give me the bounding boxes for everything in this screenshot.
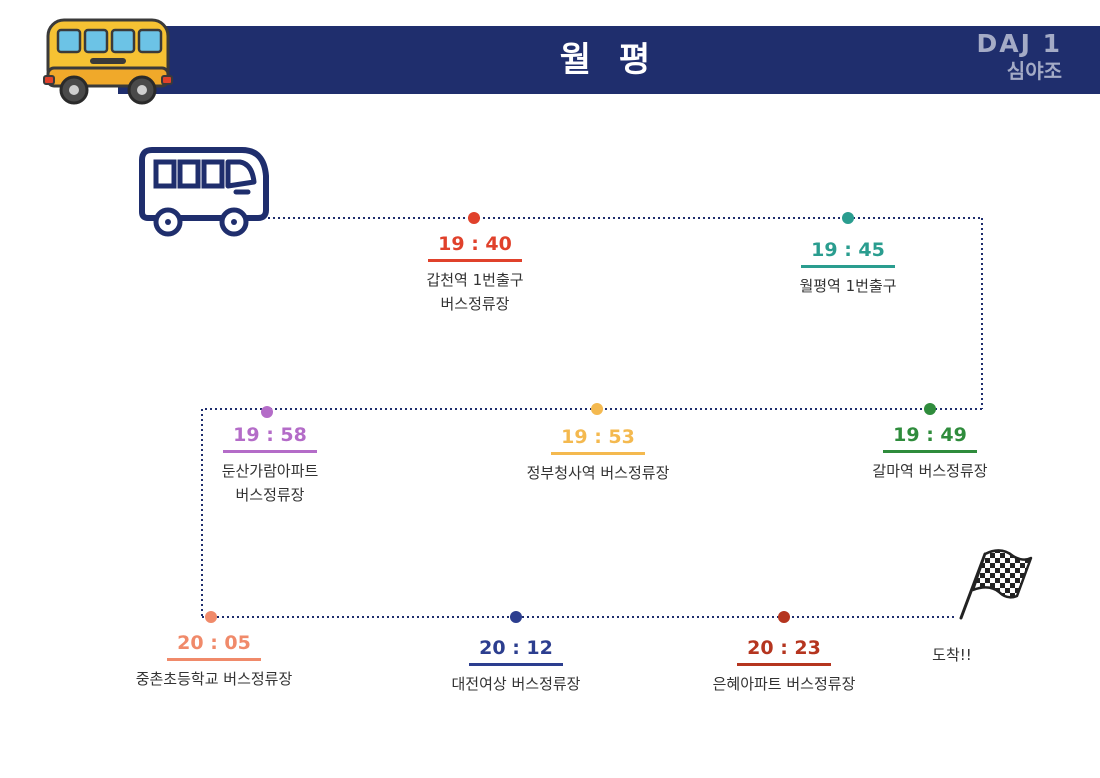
route-type: 심야조 [1006,59,1062,83]
stop-dot [510,611,522,623]
stop-name-line1: 둔산가람아파트 [221,462,319,480]
stop-galcheon: 19 : 40 갑천역 1번출구 버스정류장 [365,232,585,316]
stop-daejeon-girls-school: 20 : 12 대전여상 버스정류장 [406,636,626,696]
stop-dot [924,403,936,415]
stop-dot [261,406,273,418]
stop-government-complex: 19 : 53 정부청사역 버스정류장 [488,425,708,485]
route-badge: DAJ 1 심야조 [976,30,1062,84]
stop-galma: 19 : 49 갈마역 버스정류장 [820,423,1040,483]
stop-dot [468,212,480,224]
route-code: DAJ 1 [976,29,1062,58]
stop-time: 19 : 40 [428,232,522,262]
stop-name-line1: 대전여상 버스정류장 [451,675,581,693]
stop-name-line2: 버스정류장 [235,486,305,504]
stop-name-line1: 갑천역 1번출구 [426,271,524,289]
stop-dunsan-garam: 19 : 58 둔산가람아파트 버스정류장 [160,423,380,507]
stop-time: 20 : 23 [737,636,831,666]
stop-eunhye-apartment: 20 : 23 은혜아파트 버스정류장 [674,636,894,696]
stop-name: 정부청사역 버스정류장 [488,461,708,485]
stop-time: 19 : 45 [801,238,895,268]
stop-time: 20 : 12 [469,636,563,666]
stop-name-line2: 버스정류장 [440,295,510,313]
stop-time: 19 : 58 [223,423,317,453]
stop-dot [842,212,854,224]
stop-name: 월평역 1번출구 [738,274,958,298]
stop-name: 갑천역 1번출구 버스정류장 [365,268,585,316]
stop-name-line1: 중촌초등학교 버스정류장 [135,670,293,688]
stop-jungchon-school: 20 : 05 중촌초등학교 버스정류장 [104,631,324,691]
stop-dot [778,611,790,623]
stop-name: 갈마역 버스정류장 [820,459,1040,483]
stop-time: 19 : 49 [883,423,977,453]
page-title: 월 평 [559,40,659,80]
stop-name-line1: 정부청사역 버스정류장 [526,464,670,482]
stop-time: 19 : 53 [551,425,645,455]
stop-dot [205,611,217,623]
stop-name: 중촌초등학교 버스정류장 [104,667,324,691]
stop-name-line1: 갈마역 버스정류장 [872,462,988,480]
stop-name-line1: 월평역 1번출구 [799,277,897,295]
stop-dot [591,403,603,415]
stop-wolpyeong: 19 : 45 월평역 1번출구 [738,238,958,298]
stop-name: 은혜아파트 버스정류장 [674,672,894,696]
arrival-label: 도착!! [932,646,972,664]
bus-outline-icon [139,147,269,237]
stop-name: 대전여상 버스정류장 [406,672,626,696]
stop-name: 둔산가람아파트 버스정류장 [160,459,380,507]
finish-flag-icon [959,549,1033,620]
header-bar [118,26,1100,94]
stop-time: 20 : 05 [167,631,261,661]
school-bus-icon [43,18,173,105]
stop-name-line1: 은혜아파트 버스정류장 [712,675,856,693]
